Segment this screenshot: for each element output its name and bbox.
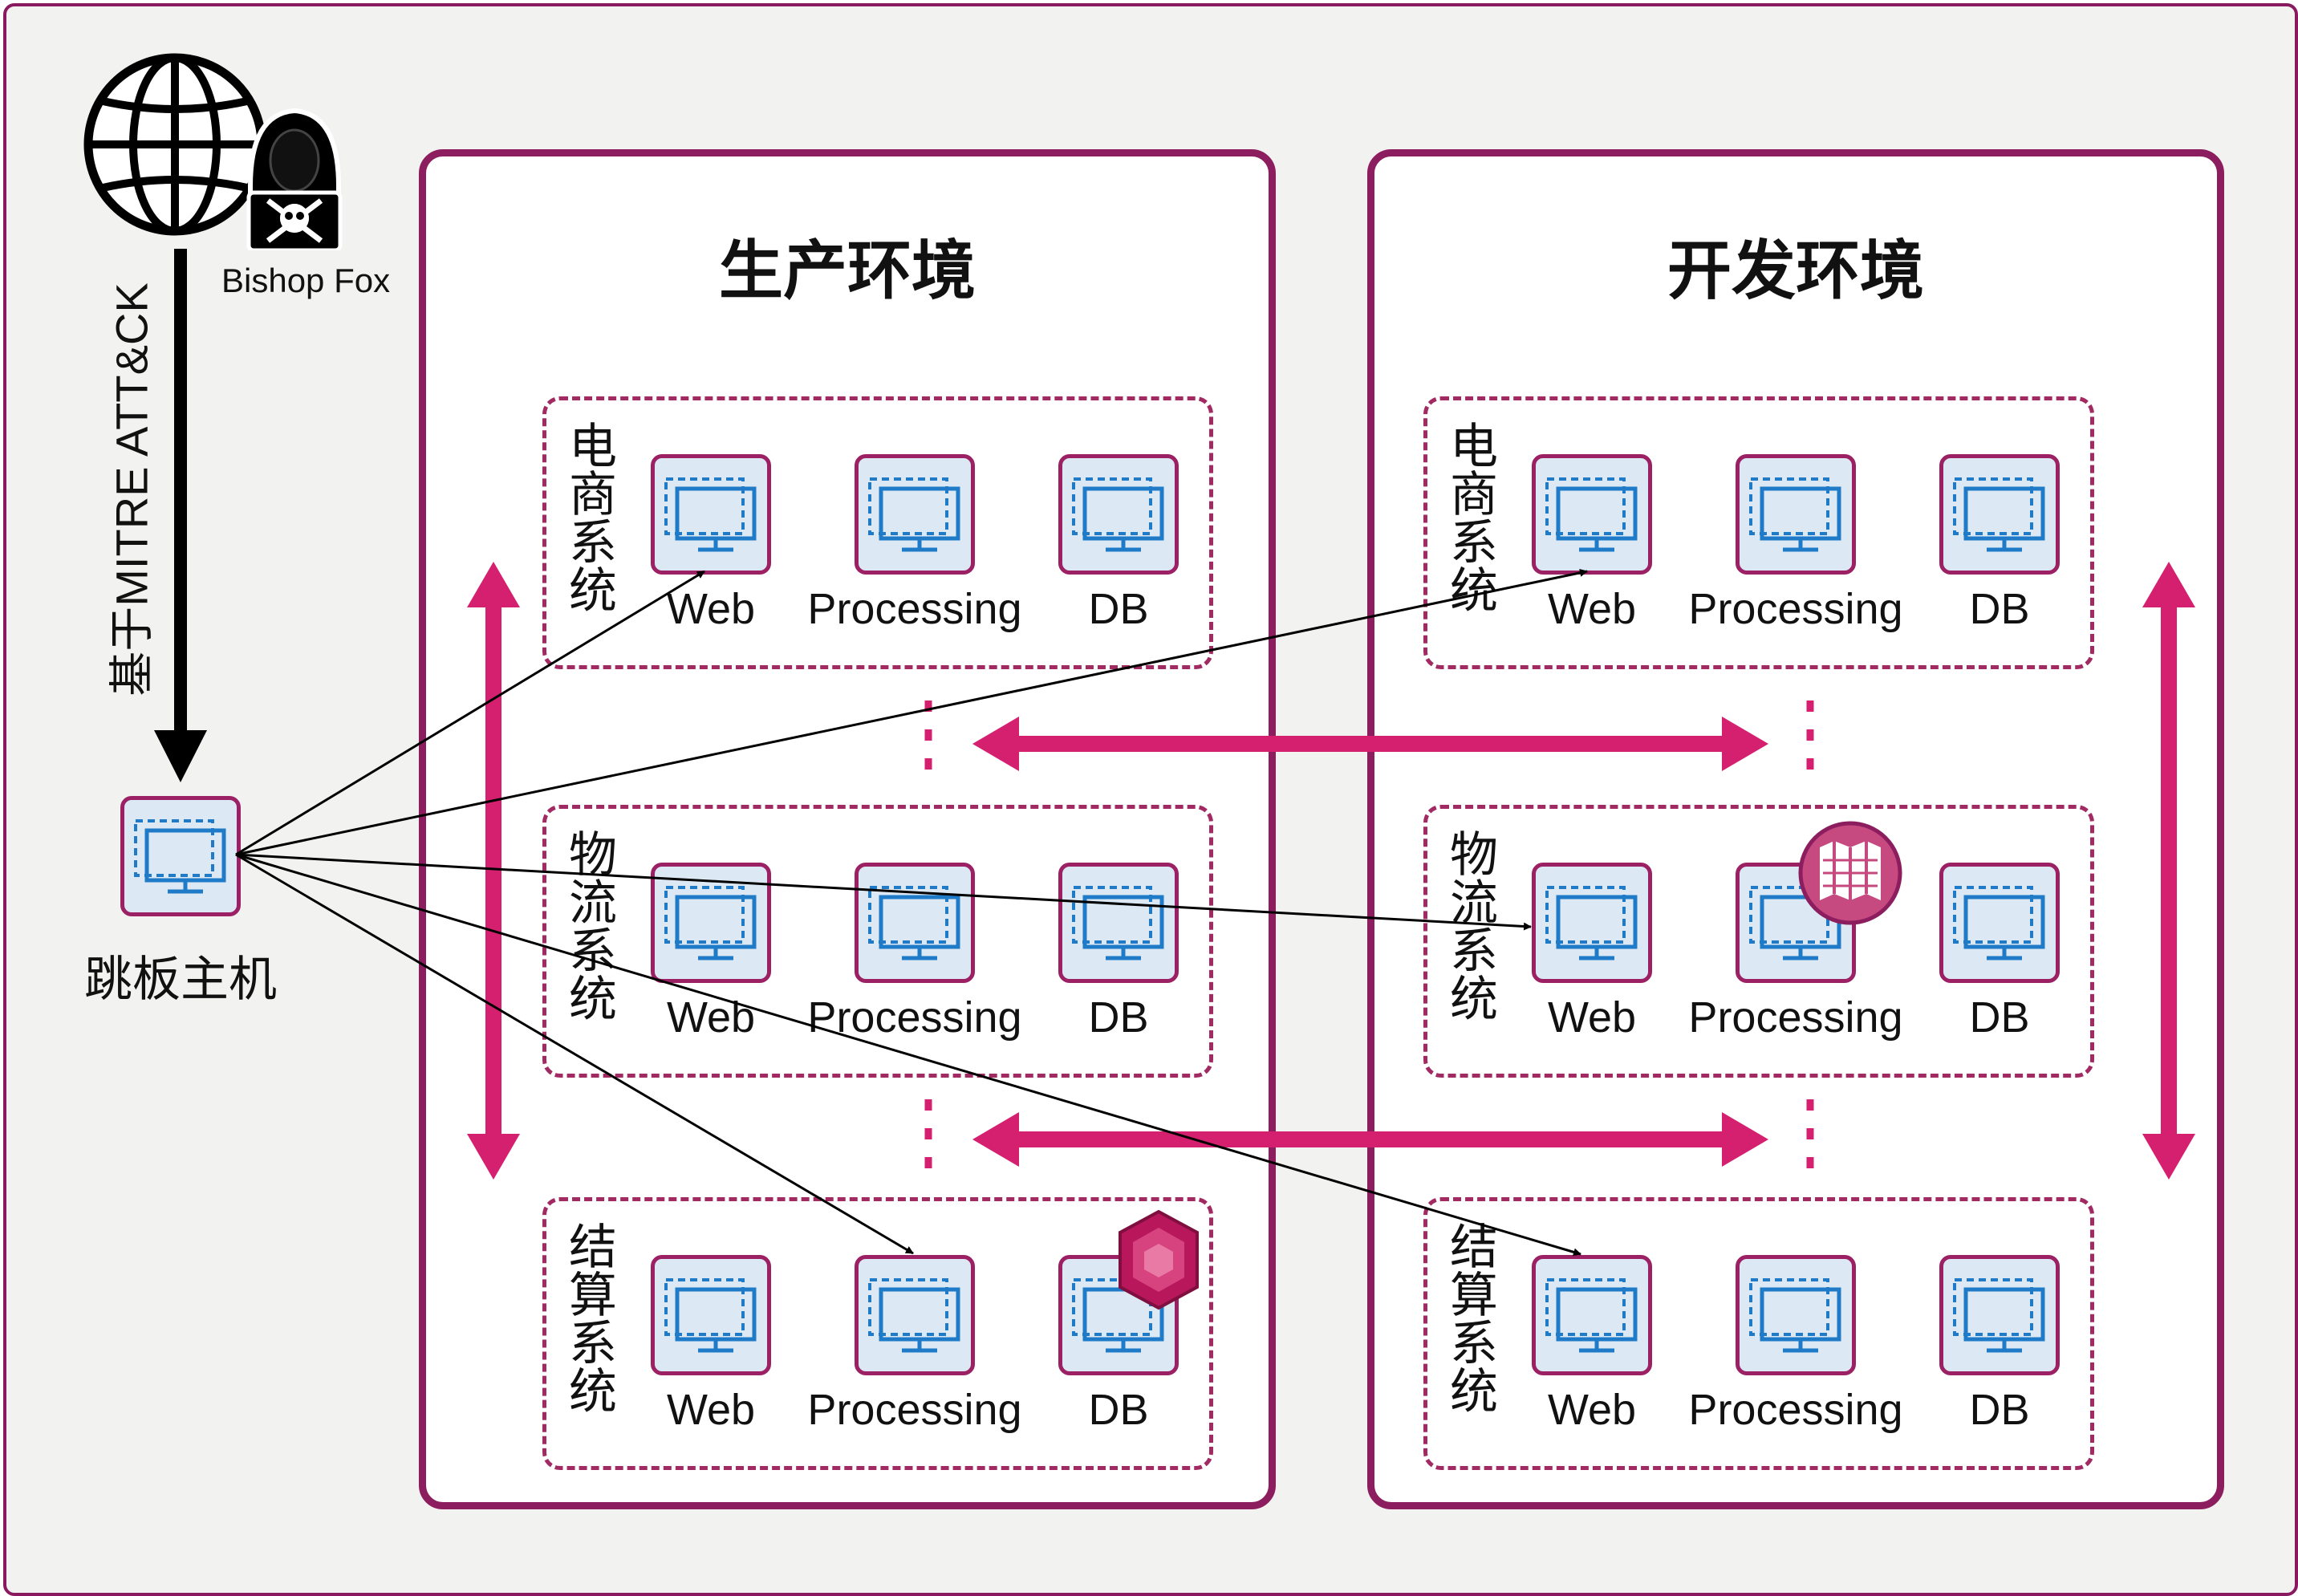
system-group-label: 物流系统 — [1450, 828, 1498, 1026]
hacker-icon — [246, 108, 343, 250]
lateral-movement-lines — [235, 568, 1588, 1257]
server-node-label: Processing — [807, 993, 1022, 1042]
server-node[interactable] — [855, 1255, 975, 1375]
system-group: 电商系统 — [1423, 396, 2094, 669]
production-environment: 生产环境 — [419, 149, 1276, 1509]
server-node-label: Processing — [1688, 993, 1903, 1042]
environment-title: 生产环境 — [719, 235, 976, 307]
system-group-label: 物流系统 — [569, 828, 617, 1026]
server-node[interactable] — [1532, 1255, 1652, 1375]
jump-host-node[interactable] — [120, 796, 241, 916]
monitor-icon — [1749, 1278, 1841, 1353]
server-node-label: Processing — [807, 585, 1022, 633]
monitor-icon — [1072, 886, 1164, 960]
server-node[interactable] — [651, 1255, 771, 1375]
monitor-icon — [1953, 1278, 2045, 1353]
server-node-label: Web — [1547, 1386, 1637, 1434]
server-node-label: Web — [1547, 585, 1637, 633]
cross-environment-arrow-lower — [972, 1112, 1768, 1167]
server-node[interactable] — [1058, 863, 1179, 983]
server-node[interactable] — [1532, 863, 1652, 983]
book-badge-icon — [1798, 821, 1902, 925]
monitor-icon — [134, 819, 226, 894]
server-node-label: DB — [1969, 1386, 2030, 1434]
server-node-label: Web — [666, 1386, 756, 1434]
monitor-icon — [664, 886, 757, 960]
monitor-icon — [664, 1278, 757, 1353]
server-node-label: Web — [666, 993, 756, 1042]
server-node[interactable] — [1532, 454, 1652, 575]
server-node-label: DB — [1969, 993, 2030, 1042]
jump-host-label: 跳板主机 — [84, 952, 277, 1006]
server-node[interactable] — [855, 863, 975, 983]
development-vertical-arrow — [2142, 562, 2195, 1180]
server-node[interactable] — [1736, 454, 1856, 575]
server-node[interactable] — [1939, 1255, 2060, 1375]
monitor-icon — [1953, 886, 2045, 960]
server-node[interactable] — [1939, 454, 2060, 575]
server-node-label: Processing — [1688, 1386, 1903, 1434]
monitor-icon — [868, 1278, 960, 1353]
server-node-label: DB — [1088, 585, 1149, 633]
attacker-label: Bishop Fox — [221, 262, 391, 299]
monitor-icon — [1072, 477, 1164, 552]
server-node[interactable] — [651, 454, 771, 575]
attack-path-arrow — [154, 249, 207, 782]
monitor-icon — [1545, 477, 1638, 552]
server-node-label: Processing — [1688, 585, 1903, 633]
cross-environment-arrow-upper — [972, 717, 1768, 771]
server-node[interactable] — [855, 454, 975, 575]
server-node-label: Web — [1547, 993, 1637, 1042]
server-node-label: Processing — [807, 1386, 1022, 1434]
monitor-icon — [1953, 477, 2045, 552]
system-group: 结算系统 — [1423, 1197, 2094, 1470]
separator-dots — [924, 701, 1814, 1176]
server-node[interactable] — [1939, 863, 2060, 983]
server-node[interactable] — [1736, 1255, 1856, 1375]
system-group: 物流系统 — [542, 805, 1213, 1078]
monitor-icon — [868, 477, 960, 552]
server-node-label: Web — [666, 585, 756, 633]
system-group: 电商系统 — [542, 396, 1213, 669]
system-group-label: 电商系统 — [1450, 420, 1498, 618]
system-group-label: 结算系统 — [1450, 1220, 1498, 1419]
environment-title: 开发环境 — [1667, 235, 1924, 307]
server-node-label: DB — [1088, 1386, 1149, 1434]
system-group: 结算系统 — [542, 1197, 1213, 1470]
gem-icon — [1119, 1209, 1199, 1310]
monitor-icon — [1545, 886, 1638, 960]
globe-icon — [83, 53, 266, 236]
server-node[interactable] — [1058, 454, 1179, 575]
monitor-icon — [868, 886, 960, 960]
monitor-icon — [1545, 1278, 1638, 1353]
server-node-label: DB — [1088, 993, 1149, 1042]
monitor-icon — [664, 477, 757, 552]
server-node-label: DB — [1969, 585, 2030, 633]
system-group-label: 结算系统 — [569, 1220, 617, 1419]
system-group-label: 电商系统 — [569, 420, 617, 618]
system-group: 物流系统 — [1423, 805, 2094, 1078]
monitor-icon — [1749, 477, 1841, 552]
